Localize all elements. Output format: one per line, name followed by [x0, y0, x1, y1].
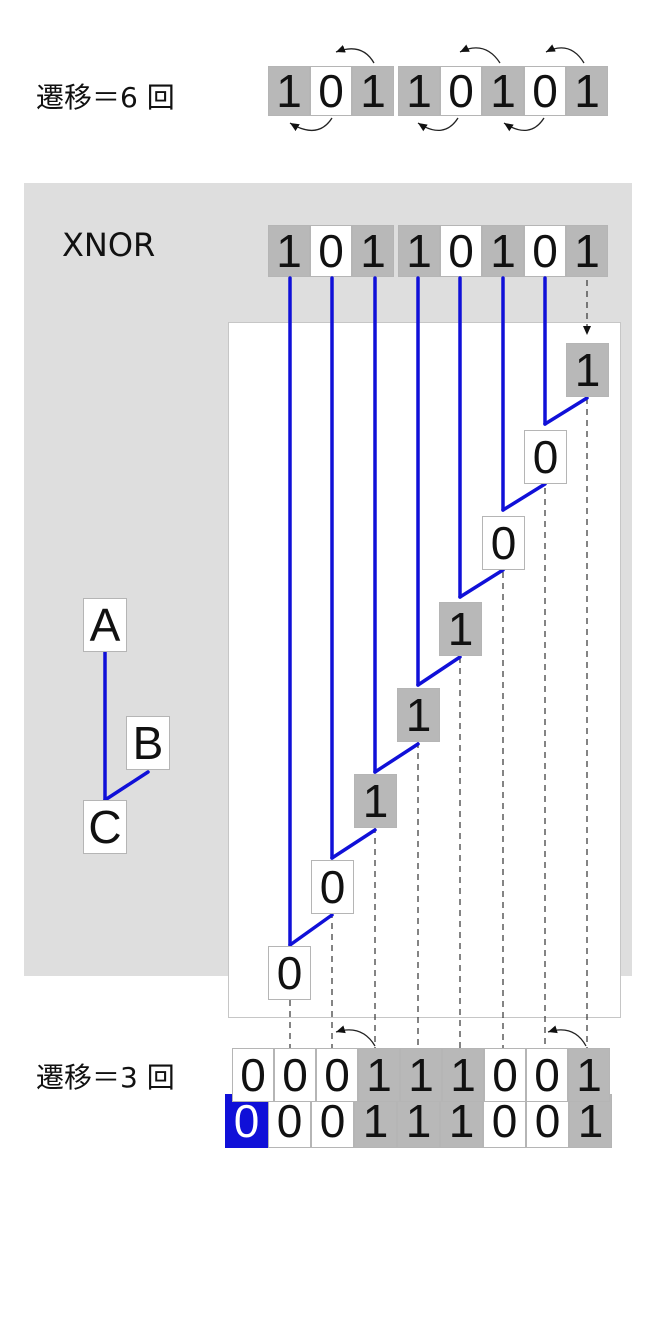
output-bit-0-highlight: 0 — [225, 1094, 268, 1148]
bottom-bit-1: 0 — [232, 1048, 274, 1102]
top-transition-label: 遷移＝6 回 — [36, 81, 175, 114]
legend-a: A — [83, 598, 127, 652]
xnor-label: XNOR — [62, 226, 156, 264]
bottom-transition-label: 遷移＝3 回 — [36, 1061, 175, 1094]
guide-lines — [286, 280, 591, 1088]
xnor-input-bit-1: 1 — [268, 225, 310, 277]
output-bit-6: 0 — [483, 1094, 526, 1148]
top-bit-8: 1 — [566, 66, 608, 116]
output-bit-7: 0 — [526, 1094, 569, 1148]
xnor-result-bit-1: 0 — [268, 946, 311, 1000]
top-bit-6: 1 — [482, 66, 524, 116]
xnor-result-bit-5: 1 — [439, 602, 482, 656]
xnor-input-bit-8: 1 — [566, 225, 608, 277]
legend-b: B — [126, 716, 170, 770]
top-bit-3: 1 — [352, 66, 394, 116]
xnor-input-bit-2: 0 — [310, 225, 352, 277]
xnor-result-bit-7: 0 — [524, 430, 567, 484]
xnor-chain-lines — [288, 276, 589, 947]
bottom-bit-2: 0 — [274, 1048, 316, 1102]
top-bit-4: 1 — [398, 66, 440, 116]
xnor-input-bit-3: 1 — [352, 225, 394, 277]
output-bit-1: 0 — [268, 1094, 311, 1148]
xnor-result-bit-4: 1 — [397, 688, 440, 742]
output-bit-5: 1 — [440, 1094, 483, 1148]
bottom-bit-4: 1 — [358, 1048, 400, 1102]
bottom-bit-6: 1 — [442, 1048, 484, 1102]
top-transition-arrows — [289, 44, 585, 132]
xnor-input-bit-7: 0 — [524, 225, 566, 277]
legend-lines — [103, 650, 150, 802]
bottom-bit-5: 1 — [400, 1048, 442, 1102]
xnor-result-bit-2: 0 — [311, 860, 354, 914]
xnor-input-bit-6: 1 — [482, 225, 524, 277]
output-bit-3: 1 — [354, 1094, 397, 1148]
xnor-result-bit-3: 1 — [354, 774, 397, 828]
output-bit-4: 1 — [397, 1094, 440, 1148]
top-bit-1: 1 — [268, 66, 310, 116]
top-bit-5: 0 — [440, 66, 482, 116]
xnor-input-bit-5: 0 — [440, 225, 482, 277]
xnor-result-bit-6: 0 — [482, 516, 525, 570]
output-bit-8: 1 — [569, 1094, 612, 1148]
bottom-bit-8: 0 — [526, 1048, 568, 1102]
output-bit-2: 0 — [311, 1094, 354, 1148]
top-bit-2: 0 — [310, 66, 352, 116]
bottom-bit-7: 0 — [484, 1048, 526, 1102]
legend-c: C — [83, 800, 127, 854]
xnor-result-bit-8: 1 — [566, 343, 609, 397]
bottom-bit-3: 0 — [316, 1048, 358, 1102]
bottom-bit-9: 1 — [568, 1048, 610, 1102]
top-bit-7: 0 — [524, 66, 566, 116]
xnor-input-bit-4: 1 — [398, 225, 440, 277]
